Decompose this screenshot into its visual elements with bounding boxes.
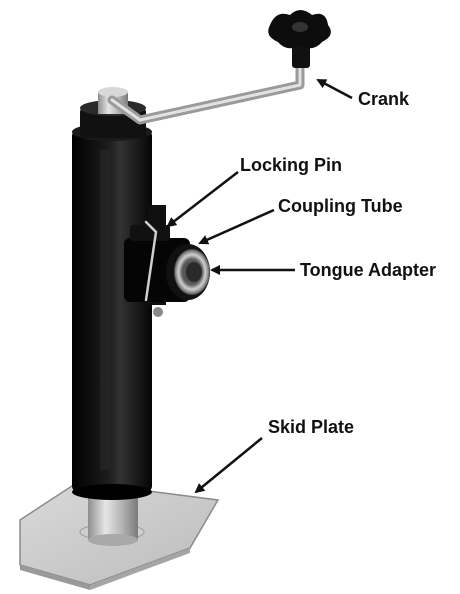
arrow-coupling-tube [198,208,275,245]
jack-tube [72,123,152,500]
arrow-skid-plate [194,437,263,494]
arrow-locking-pin [166,171,239,228]
crank-arm [107,57,305,125]
arrow-crank [316,78,353,100]
crank-label: Crank [358,89,410,109]
tongue-adapter [166,244,210,300]
callout-arrows [166,78,353,494]
skid-plate-label: Skid Plate [268,417,355,437]
locking-pin-label: Locking Pin [240,155,343,175]
tongue-adapter-label: Tongue Adapter [300,260,436,280]
crank-knob [268,10,331,68]
coupling-tube-label: Coupling Tube [278,196,403,216]
